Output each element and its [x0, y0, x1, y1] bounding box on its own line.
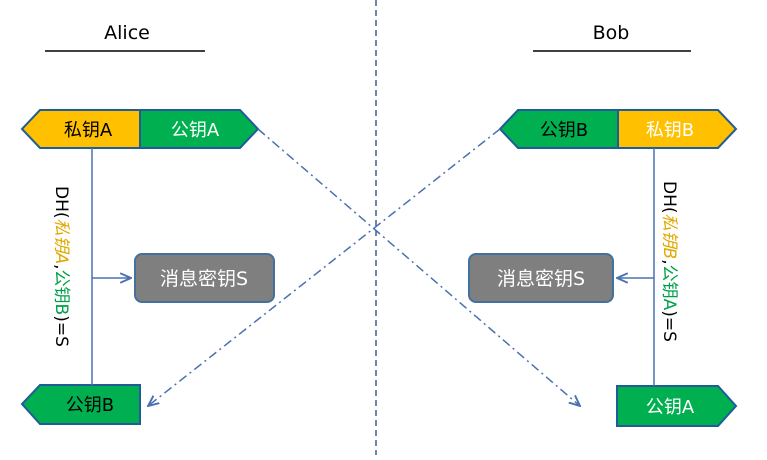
bob-public-key-label: 公钥B [540, 120, 588, 141]
alice-formula-separator: , [51, 264, 71, 269]
alice-formula-suffix: )=S [51, 315, 71, 347]
bob-title: Bob [593, 22, 630, 44]
alice-private-key-label: 私钥A [64, 120, 113, 141]
bob-formula-separator: , [659, 259, 679, 264]
bob-session-key-label: 消息密钥S [497, 268, 585, 290]
alice-title: Alice [104, 22, 150, 44]
bob-to-alice-exchange-arrow [148, 128, 501, 406]
alice-formula-public-term: 公钥B [51, 270, 71, 316]
bob-private-key-shape [617, 109, 738, 149]
bob-formula-private-term: 私钥B [659, 214, 679, 260]
alice-received-key-shape [20, 384, 141, 425]
bob-private-key-label: 私钥B [646, 120, 694, 141]
alice-received-key-label: 公钥B [66, 395, 114, 416]
alice-keypair: 私钥A 公钥A [20, 109, 260, 149]
alice-dh-formula: DH(私钥A,公钥B)=S [51, 186, 71, 347]
alice-session-key-label: 消息密钥S [160, 268, 248, 290]
bob-received-key-shape [616, 385, 738, 427]
alice-public-key-shape [139, 109, 260, 149]
bob-dh-formula: DH(私钥B,公钥A)=S [659, 181, 679, 342]
bob-formula-public-term: 公钥A [659, 265, 679, 311]
alice-formula-prefix: DH( [51, 186, 71, 219]
bob-formula-suffix: )=S [659, 310, 679, 342]
bob-formula-prefix: DH( [659, 181, 679, 214]
alice-public-key-label: 公钥A [171, 120, 220, 141]
alice-formula-private-term: 私钥A [51, 219, 71, 265]
bob-keypair: 公钥B 私钥B [498, 109, 738, 149]
bob-received-key-label: 公钥A [646, 397, 695, 418]
alice-session-key-box [134, 253, 275, 303]
bob-session-key-box [468, 253, 614, 303]
alice-to-bob-exchange-arrow [257, 128, 580, 406]
